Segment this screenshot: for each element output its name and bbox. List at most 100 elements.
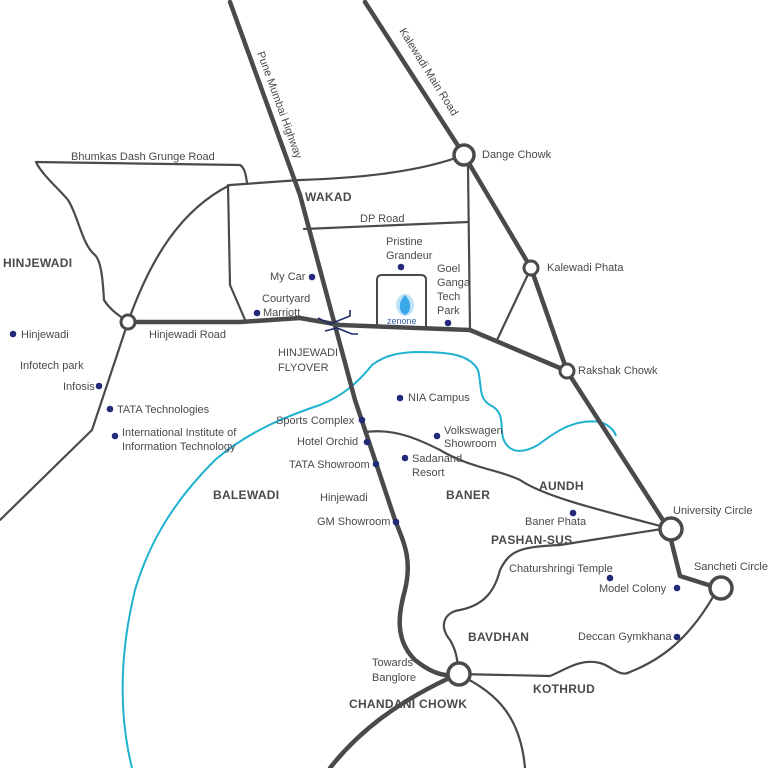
university-to-sancheti (665, 525, 721, 591)
label-hinjewadi-flyover-1: HINJEWADI (278, 347, 338, 359)
label-kalewadi-main-road: Kalewadi Main Road (396, 26, 460, 118)
label-hinjewadi-poi: Hinjewadi (21, 329, 69, 341)
poi-pristine-dot (397, 263, 405, 271)
sancheti-circle-junction (708, 575, 734, 601)
area-kothrud: KOTHRUD (533, 682, 595, 696)
hinjewadi-junction (119, 313, 137, 331)
label-chatushringi: Chatursh­ringi Temple (509, 563, 613, 575)
rakshak-to-university (564, 368, 671, 531)
label-iiit-2: Information Technology (122, 441, 236, 453)
poi-tata-showroom-dot (372, 460, 380, 468)
pashan-sus-road (442, 526, 670, 676)
label-hinjewadi-road: Hinjewadi Road (149, 329, 226, 341)
project-site-outline (376, 274, 427, 328)
label-gm-showroom: GM Showroom (317, 516, 390, 528)
hinjewadi-south-road (0, 320, 130, 522)
poi-model-colony-dot (673, 584, 681, 592)
label-volkswagen-2: Showroom (444, 438, 497, 450)
label-university-circle: University Circle (673, 505, 752, 517)
label-rakshak-chowk: Rakshak Chowk (578, 365, 658, 377)
kalewadi-phata-junction (522, 259, 540, 277)
poi-chatushringi-dot (606, 574, 614, 582)
rakshak-chowk-junction (558, 362, 576, 380)
highway-to-bangalore (327, 671, 461, 768)
poi-tata-tech-dot (106, 405, 114, 413)
label-pristine-2: Grandeur (386, 250, 433, 262)
label-my-car: My Car (270, 271, 306, 283)
pune-mumbai-highway (227, 0, 461, 678)
poi-marriott-dot (253, 309, 261, 317)
wakad-main (126, 153, 466, 324)
label-bhumkas-road: Bhumkas Dash Grunge Road (71, 151, 215, 163)
kothrud-road (456, 586, 720, 678)
label-sadanand-1: Sadanand (412, 453, 462, 465)
label-courtyard-2: Marriott (263, 307, 300, 319)
label-model-colony: Model Colony (599, 583, 667, 595)
poi-sadanand-dot (401, 454, 409, 462)
label-baner-phata: Baner Phata (525, 516, 587, 528)
baner-road (363, 430, 670, 530)
dp-road (302, 220, 470, 231)
label-towards-1: Towards (372, 657, 413, 669)
label-infotech-park: Infotech park (20, 360, 84, 372)
label-sports-complex: Sports Complex (276, 415, 355, 427)
area-bavdhan: BAVDHAN (468, 630, 529, 644)
label-goel-4: Park (437, 305, 460, 317)
area-chandani-chowk: CHANDANI CHOWK (349, 697, 467, 711)
label-towards-2: Banglore (372, 672, 416, 684)
kalewadi-main-road (362, 0, 467, 158)
university-circle-junction (658, 516, 684, 542)
label-dp-road: DP Road (360, 213, 404, 225)
label-iiit-1: International Institute of (122, 427, 237, 439)
label-dange-chowk: Dange Chowk (482, 149, 552, 161)
area-balewadi: BALEWADI (213, 488, 279, 502)
label-hinjewadi-flyover-2: FLYOVER (278, 362, 329, 374)
poi-mycar-dot (308, 273, 316, 281)
river (121, 350, 617, 768)
label-sadanand-2: Resort (412, 467, 444, 479)
poi-iiit-dot (111, 432, 119, 440)
label-courtyard-1: Courtyard (262, 293, 310, 305)
label-infosis: Infosis (63, 381, 95, 393)
label-pristine-1: Pristine (386, 236, 423, 248)
project-name: zenone (387, 316, 417, 326)
label-volkswagen-1: Volkswagen (444, 425, 503, 437)
label-nia-campus: NIA Campus (408, 392, 470, 404)
poi-volkswagen-dot (433, 432, 441, 440)
poi-gm-dot (392, 518, 400, 526)
poi-orchid-dot (363, 438, 371, 446)
label-sancheti-circle: Sancheti Circle (694, 561, 768, 573)
kalewadi-phata-link (495, 266, 533, 342)
chandani-chowk-junction (446, 661, 472, 687)
label-kalewadi-phata: Kalewadi Phata (547, 262, 624, 274)
flyover-icon (317, 310, 358, 335)
poi-infosis-dot (95, 382, 103, 390)
poi-baner-phata-dot (569, 509, 577, 517)
goel-ganga-road (466, 165, 472, 332)
label-hotel-orchid: Hotel Orchid (297, 436, 358, 448)
poi-sports-dot (358, 416, 366, 424)
poi-goel-dot (444, 319, 452, 327)
area-aundh: AUNDH (539, 479, 584, 493)
area-wakad: WAKAD (305, 190, 352, 204)
area-pashan-sus: PASHAN-SUS (491, 533, 572, 547)
label-tata-showroom: TATA Showroom (289, 459, 370, 471)
wakad-inner-road (226, 183, 248, 324)
poi-nia-dot (396, 394, 404, 402)
poi-deccan-dot (673, 633, 681, 641)
zenone-logo-icon (396, 294, 414, 316)
chandani-south-road (456, 672, 527, 768)
hinjewadi-road (125, 315, 570, 374)
area-hinjewadi: HINJEWADI (3, 256, 72, 270)
label-hinjewadi-2: Hinjewadi (320, 492, 368, 504)
label-goel-1: Goel (437, 263, 460, 275)
label-tata-technologies: TATA Technologies (117, 404, 210, 416)
poi-hinjewadi-dot (9, 330, 17, 338)
dange-chowk-junction (452, 143, 476, 167)
label-goel-2: Ganga (437, 277, 471, 289)
area-baner: BANER (446, 488, 490, 502)
label-goel-3: Tech (437, 291, 460, 303)
bhumkas-dash-grunge-road (34, 160, 249, 185)
bhumkas-west-loop (34, 160, 130, 324)
